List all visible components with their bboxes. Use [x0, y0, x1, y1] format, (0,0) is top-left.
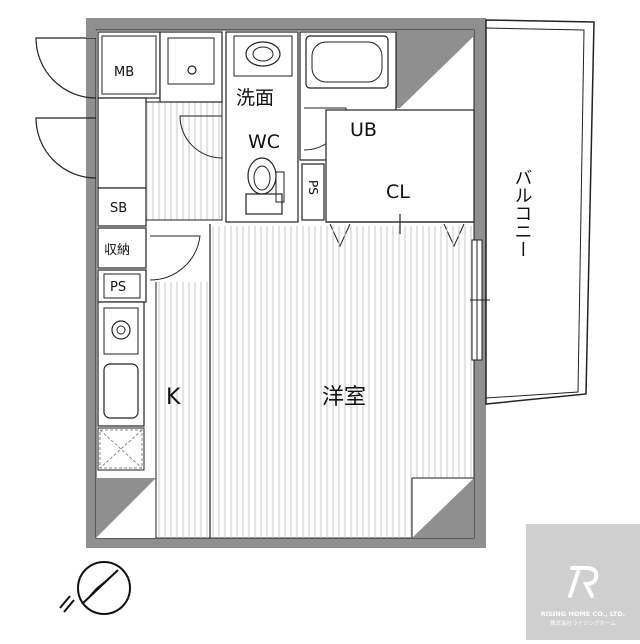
- kitchen-counter: [97, 301, 145, 471]
- logo-mark-icon: [568, 566, 599, 598]
- company-logo: RISING HOME CO., LTD. 株式会社ライジングホーム: [541, 566, 625, 627]
- logo-name: RISING HOME CO., LTD.: [541, 610, 625, 618]
- mb-room: [97, 31, 161, 99]
- closet-label: CL: [386, 181, 410, 203]
- sb-label: SB: [110, 201, 127, 216]
- storage-label: 収納: [104, 243, 130, 258]
- north-arrow-icon: [59, 561, 131, 615]
- toilet-icon: [245, 157, 285, 215]
- washroom-label: 洗面: [236, 87, 274, 109]
- logo-subtitle: 株式会社ライジングホーム: [550, 619, 616, 627]
- wc-label: WC: [248, 131, 280, 153]
- ps-center: [301, 163, 325, 221]
- balcony: [485, 19, 595, 405]
- company-logo-panel: RISING HOME CO., LTD. 株式会社ライジングホーム: [526, 524, 640, 640]
- closet: [325, 109, 475, 223]
- sb-room: [97, 187, 147, 227]
- western-room-label: 洋室: [322, 385, 366, 410]
- balcony-label: バルコニー: [512, 168, 533, 258]
- ps-center-label: PS: [306, 180, 320, 195]
- washbasin-icon: [233, 35, 293, 77]
- ps-left-label: PS: [110, 280, 126, 295]
- storage-room: [97, 227, 147, 269]
- balcony-window: [470, 239, 490, 361]
- corner-wall-top-right: [396, 30, 474, 108]
- ub-label: UB: [350, 119, 377, 141]
- bathtub-icon: [305, 35, 389, 89]
- entrance-doors: [35, 30, 97, 179]
- sink-room: [159, 31, 223, 103]
- kitchen-label: K: [166, 385, 181, 410]
- entry-hall: [97, 97, 147, 189]
- mb-label: MB: [114, 65, 134, 80]
